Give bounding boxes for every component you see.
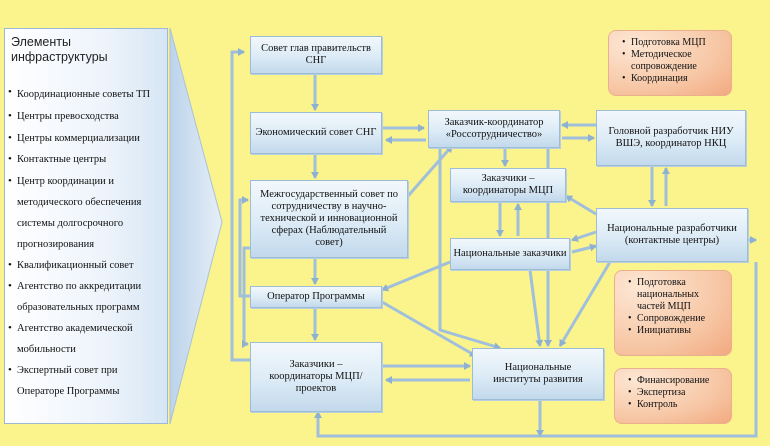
infrastructure-item: Агентство академической мобильности <box>5 318 163 360</box>
arrow-natdev-to-natcust <box>571 230 597 242</box>
infrastructure-item: Контактные центры <box>5 149 165 171</box>
note-bottom: Финансирование Экспертиза Контроль <box>614 368 732 424</box>
note-bottom-item: Контроль <box>627 399 727 411</box>
node-national-institutes: Национальные институты развития <box>472 348 604 400</box>
note-top: Подготовка МЦП Методическое сопровождени… <box>608 30 732 96</box>
note-middle-item: Сопровождение <box>627 313 727 325</box>
infrastructure-title: Элементы инфраструктуры <box>11 35 108 64</box>
node-program-operator: Оператор Программы <box>250 286 382 308</box>
infrastructure-item: Экспертный совет при Операторе Программы <box>5 360 163 402</box>
note-top-item: Координация <box>621 73 727 85</box>
node-council-heads: Совет глав правительств СНГ <box>250 36 382 74</box>
infrastructure-item: Квалификационный совет <box>5 255 165 277</box>
infrastructure-item: Координационные советы ТП <box>5 85 157 106</box>
note-bottom-item: Экспертиза <box>627 387 727 399</box>
infrastructure-item: Агентство по аккредитации образовательны… <box>5 276 163 318</box>
note-middle-item: Подготовка национальных частей МЦП <box>627 277 725 313</box>
note-top-item: Подготовка МЦП <box>621 37 727 49</box>
node-national-customers: Национальные заказчики <box>450 238 570 270</box>
node-customer-coordinator: Заказчик-координатор «Россотрудничество» <box>428 110 560 148</box>
arrow-natdev-to-mcp <box>565 194 597 216</box>
infrastructure-item: Центр координации и методического обеспе… <box>5 171 163 255</box>
arrow-interstate-to-projects <box>242 246 250 348</box>
node-interstate-council: Межгосударственный совет по сотрудничест… <box>250 180 408 258</box>
arrow-natdev-to-institutes <box>558 261 612 347</box>
note-bottom-item: Финансирование <box>627 375 727 387</box>
node-customers-mcp: Заказчики – координаторы МЦП <box>450 168 566 202</box>
node-customers-projects: Заказчики – координаторы МЦП/проектов <box>250 342 382 412</box>
arrow-loop-left <box>230 48 250 362</box>
panel-chevron <box>169 27 223 425</box>
infrastructure-panel: Элементы инфраструктуры Координационные … <box>4 28 168 424</box>
infrastructure-list: Координационные советы ТП Центры превосх… <box>5 85 165 402</box>
note-middle-item: Инициативы <box>627 325 727 337</box>
arrow-operator-to-institutes <box>381 300 477 358</box>
note-top-item: Методическое сопровождение <box>621 49 719 73</box>
node-national-developers: Национальные разработчики (контактные це… <box>596 208 748 262</box>
note-middle: Подготовка национальных частей МЦП Сопро… <box>614 270 732 356</box>
arrow-interstate-to-coordinator <box>406 145 454 197</box>
arrow-natcust-to-institutes <box>528 269 544 347</box>
node-economic-council: Экономический совет СНГ <box>250 112 382 154</box>
arrow-natcust-to-natdev <box>571 243 597 254</box>
node-head-developer: Головной разработчик НИУ ВШЭ, координато… <box>596 110 746 166</box>
arrow-coordinator-to-institutes-1 <box>438 148 501 351</box>
infrastructure-item: Центры коммерциализации <box>5 128 165 150</box>
infrastructure-item: Центры превосходства <box>5 106 165 128</box>
